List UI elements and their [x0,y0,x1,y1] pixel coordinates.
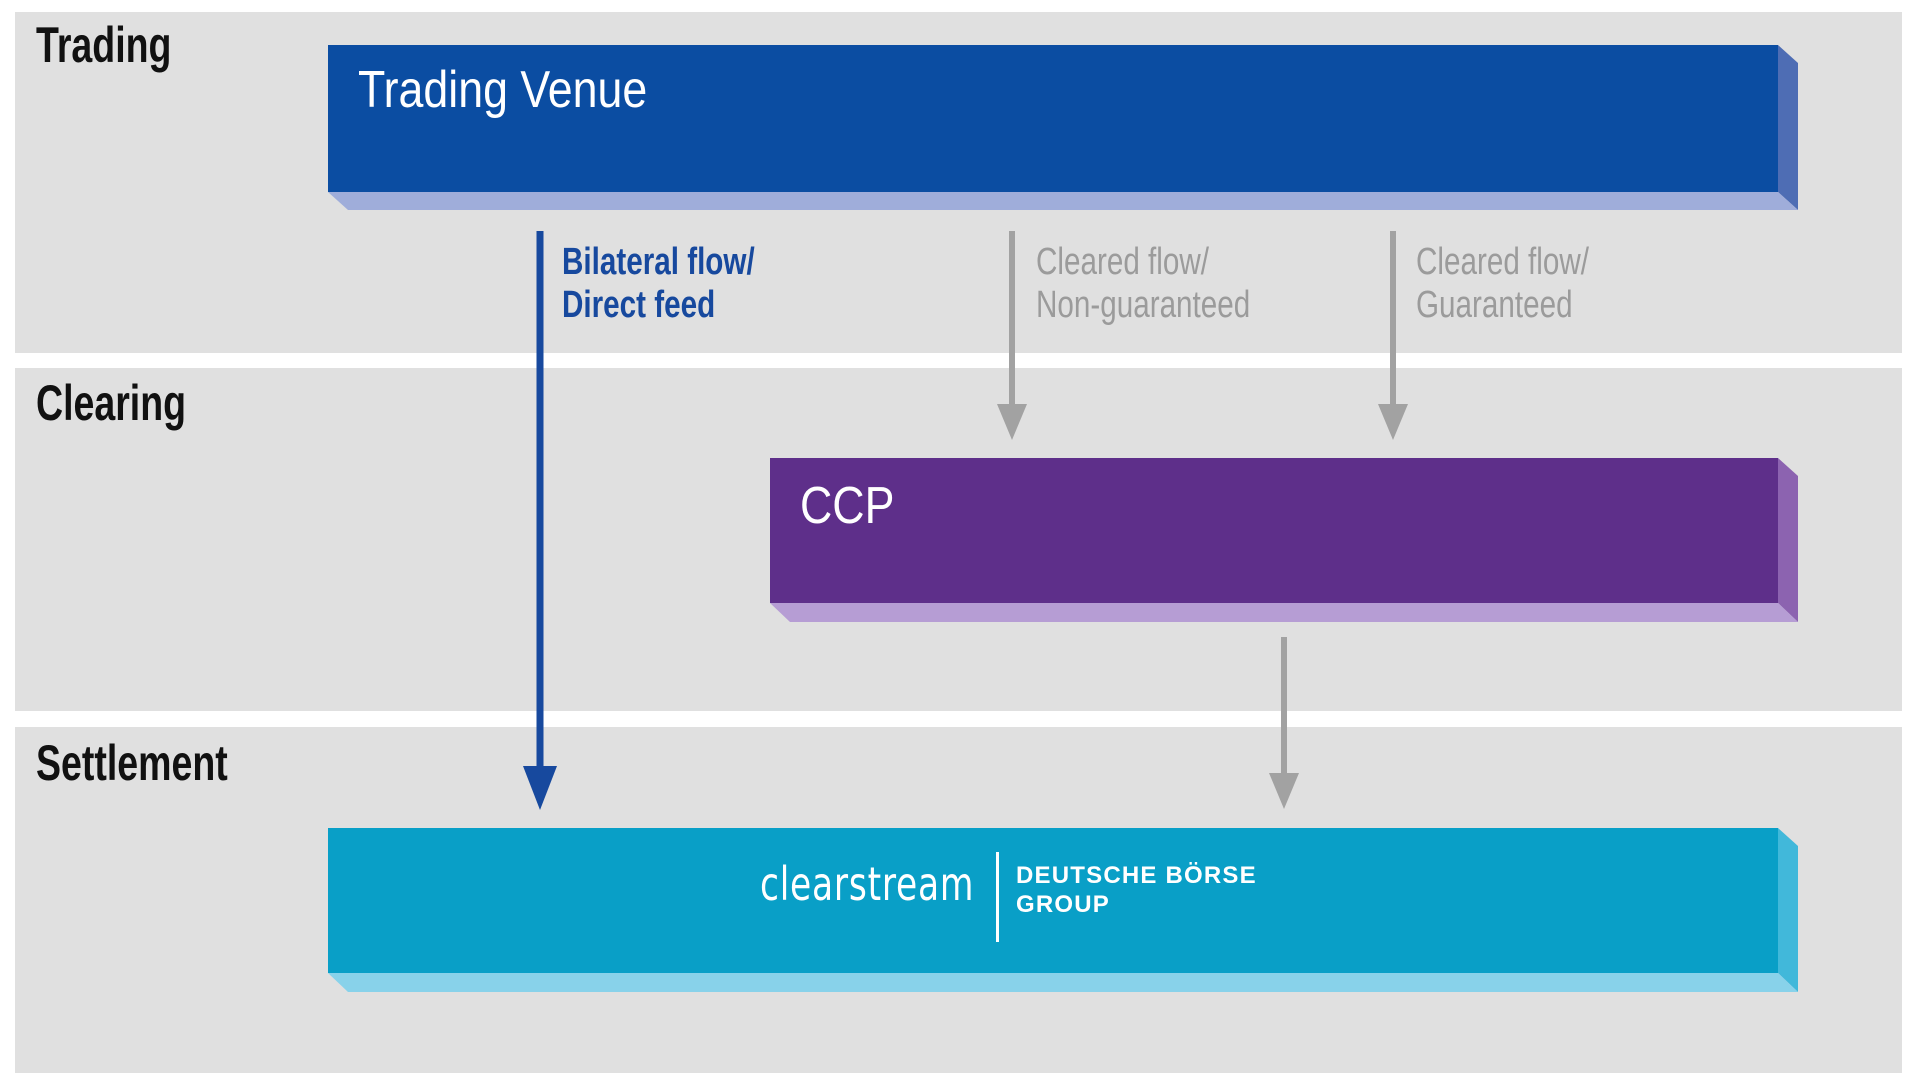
clearstream-logo-divider [996,852,999,942]
section-label-clearing: Clearing [36,375,187,431]
trading-venue-label: Trading Venue [358,61,648,119]
clearstream-logo-wordmark: clearstream [760,857,975,911]
band-trading [15,12,1902,353]
band-clearing [15,368,1902,711]
bilateral-flow-label: Bilateral flow/ Direct feed [562,241,755,326]
deutsche-boerse-group-logo-text: DEUTSCHE BÖRSE GROUP [1016,862,1257,918]
cleared-guaranteed-label: Cleared flow/ Guaranteed [1416,241,1589,326]
section-label-trading: Trading [36,17,172,73]
ccp-label: CCP [800,477,895,535]
cleared-non-guaranteed-label: Cleared flow/ Non-guaranteed [1036,241,1251,326]
section-label-settlement: Settlement [36,735,228,791]
